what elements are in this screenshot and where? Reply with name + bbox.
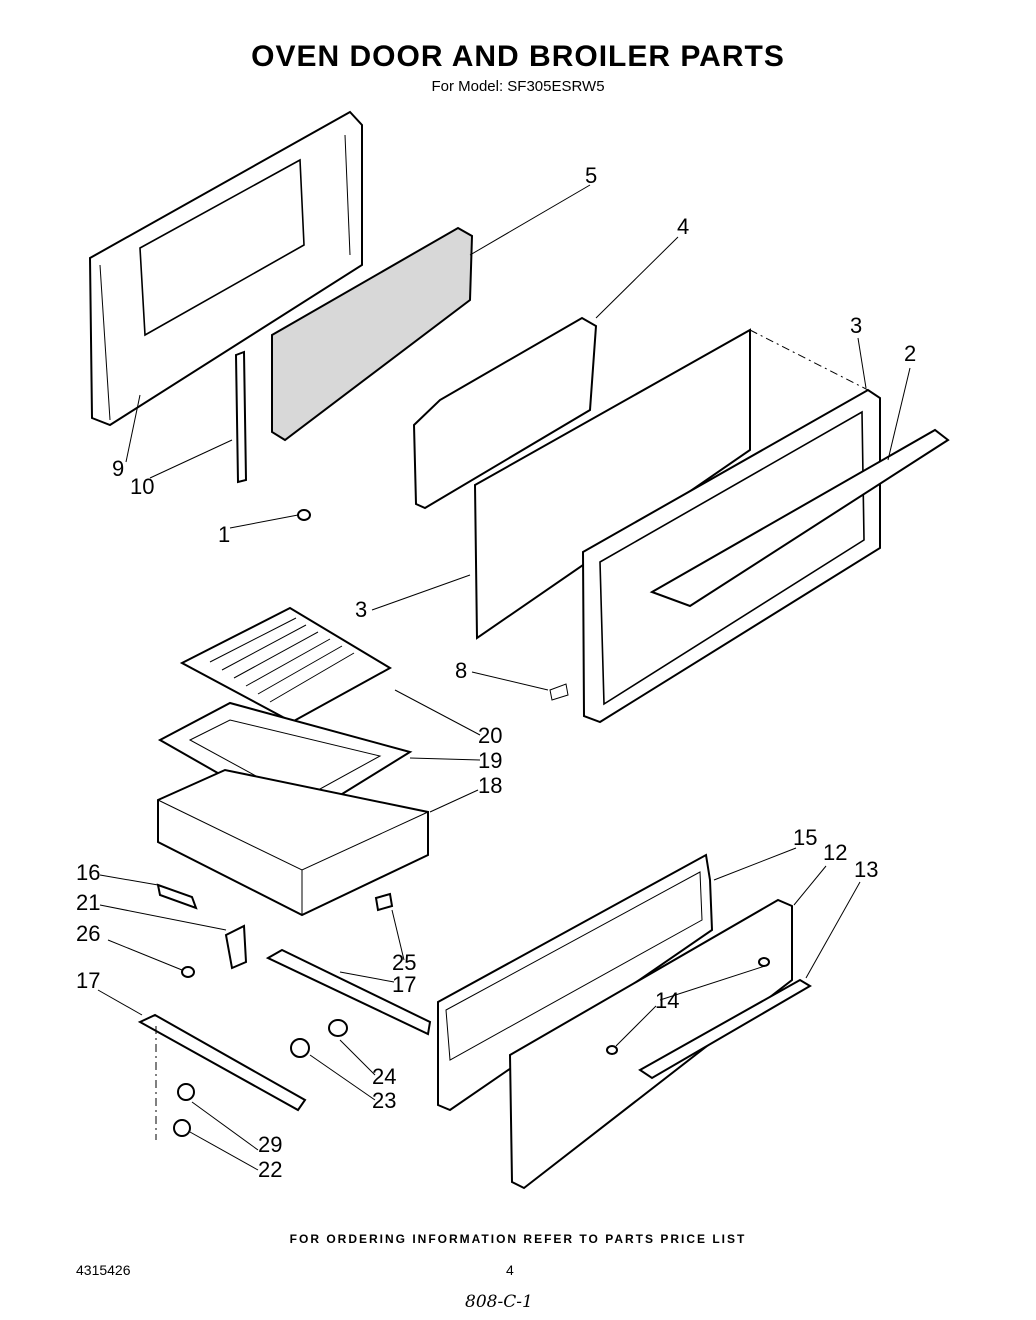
callout-23: 23 bbox=[372, 1088, 396, 1113]
page-number: 4 bbox=[506, 1262, 514, 1278]
part-2-door-handle bbox=[649, 428, 950, 608]
callout-15: 15 bbox=[793, 825, 817, 850]
part-15-drawer-liner bbox=[437, 853, 714, 1112]
callout-12: 12 bbox=[823, 840, 847, 865]
callout-18: 18 bbox=[478, 773, 502, 798]
callout-17b: 17 bbox=[76, 968, 100, 993]
part-10-strip bbox=[234, 350, 248, 484]
callout-13: 13 bbox=[854, 857, 878, 882]
part-7-insulation bbox=[271, 226, 474, 442]
callout-1: 1 bbox=[218, 522, 230, 547]
part-12-drawer-front bbox=[508, 898, 793, 1190]
page-title: OVEN DOOR AND BROILER PARTS bbox=[251, 40, 785, 73]
callout-10: 10 bbox=[130, 474, 154, 499]
callout-5: 4 bbox=[677, 214, 689, 239]
part-17-rail-upper bbox=[265, 948, 432, 1036]
document-number: 4315426 bbox=[76, 1262, 131, 1278]
handwritten-note: 808-C-1 bbox=[465, 1292, 533, 1312]
callout-21: 21 bbox=[76, 890, 100, 915]
part-14-fastener-b bbox=[606, 1045, 618, 1055]
part-26-screw bbox=[181, 966, 195, 978]
part-24-roller bbox=[328, 1019, 348, 1037]
part-29-roller bbox=[177, 1083, 195, 1101]
part-16-spring bbox=[156, 883, 198, 910]
part-5-inner-glass bbox=[412, 316, 598, 510]
part-1-screw bbox=[297, 509, 311, 521]
callout-2: 2 bbox=[904, 341, 916, 366]
ordering-info: FOR ORDERING INFORMATION REFER TO PARTS … bbox=[289, 1232, 747, 1246]
part-21-latch bbox=[224, 924, 248, 970]
part-20-broiler-grid bbox=[179, 606, 393, 724]
part-22-roller bbox=[173, 1119, 191, 1137]
part-23-roller bbox=[290, 1038, 310, 1058]
callout-labels: 5 4 3 2 9 10 1 3 8 20 19 18 16 21 26 25 … bbox=[76, 163, 916, 1182]
part-25-clip bbox=[374, 892, 394, 912]
callout-24: 24 bbox=[372, 1064, 396, 1089]
callout-20: 20 bbox=[478, 723, 502, 748]
leader-lines bbox=[97, 184, 911, 1171]
part-17-rail-lower bbox=[137, 1013, 307, 1140]
callout-9: 9 bbox=[112, 456, 124, 481]
model-label: For Model: SF305ESRW5 bbox=[431, 78, 605, 95]
callout-26: 26 bbox=[76, 921, 100, 946]
callout-3: 3 bbox=[850, 313, 862, 338]
part-8-screw bbox=[549, 683, 569, 701]
callout-7: 5 bbox=[585, 163, 597, 188]
callout-22: 22 bbox=[258, 1157, 282, 1182]
part-4-outer-glass bbox=[473, 328, 751, 640]
callout-8: 8 bbox=[455, 658, 467, 683]
part-18-broiler-drawer bbox=[157, 768, 429, 917]
callout-16: 16 bbox=[76, 860, 100, 885]
part-13-drawer-handle bbox=[638, 978, 812, 1080]
callout-4: 3 bbox=[355, 597, 367, 622]
callout-17a: 17 bbox=[392, 972, 416, 997]
callout-25: 25 bbox=[392, 950, 416, 975]
part-9-inner-door-panel bbox=[88, 110, 363, 427]
callout-19: 19 bbox=[478, 748, 502, 773]
callout-14: 14 bbox=[655, 988, 679, 1013]
callout-29: 29 bbox=[258, 1132, 282, 1157]
